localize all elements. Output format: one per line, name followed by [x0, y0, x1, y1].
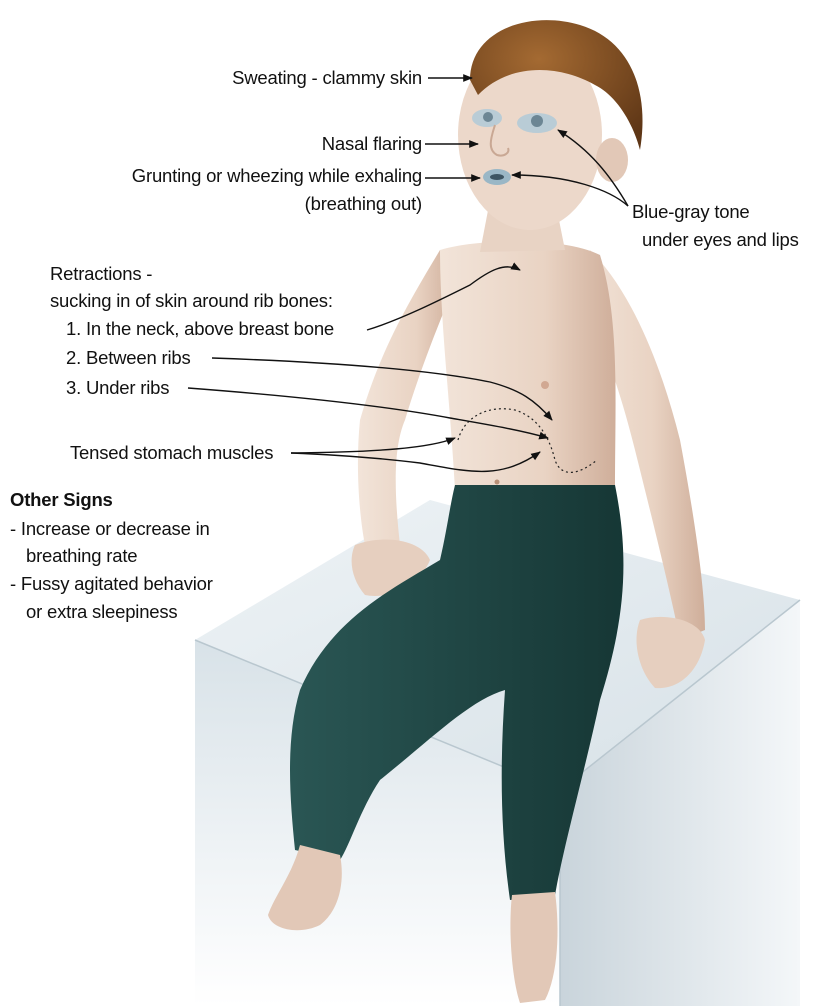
- label-grunting: Grunting or wheezing while exhaling: [60, 164, 422, 188]
- label-grunting-detail: (breathing out): [200, 192, 422, 216]
- other-signs-line-1: - Increase or decrease in: [10, 517, 210, 541]
- other-signs-line-3: - Fussy agitated behavior: [10, 572, 213, 596]
- label-retraction-neck: 1. In the neck, above breast bone: [66, 317, 334, 341]
- other-signs-title: Other Signs: [10, 488, 113, 512]
- other-signs-line-2: breathing rate: [26, 544, 137, 568]
- label-tensed-stomach: Tensed stomach muscles: [70, 441, 273, 465]
- other-signs-line-4: or extra sleepiness: [26, 600, 177, 624]
- label-retractions-desc: sucking in of skin around rib bones:: [50, 289, 333, 313]
- label-retractions: Retractions -: [50, 262, 152, 286]
- label-retraction-between-ribs: 2. Between ribs: [66, 346, 191, 370]
- label-sweating: Sweating - clammy skin: [160, 66, 422, 90]
- label-nasal-flaring: Nasal flaring: [200, 132, 422, 156]
- label-bluegray-2: under eyes and lips: [642, 228, 799, 252]
- label-bluegray-1: Blue-gray tone: [632, 200, 750, 224]
- label-retraction-under-ribs: 3. Under ribs: [66, 376, 169, 400]
